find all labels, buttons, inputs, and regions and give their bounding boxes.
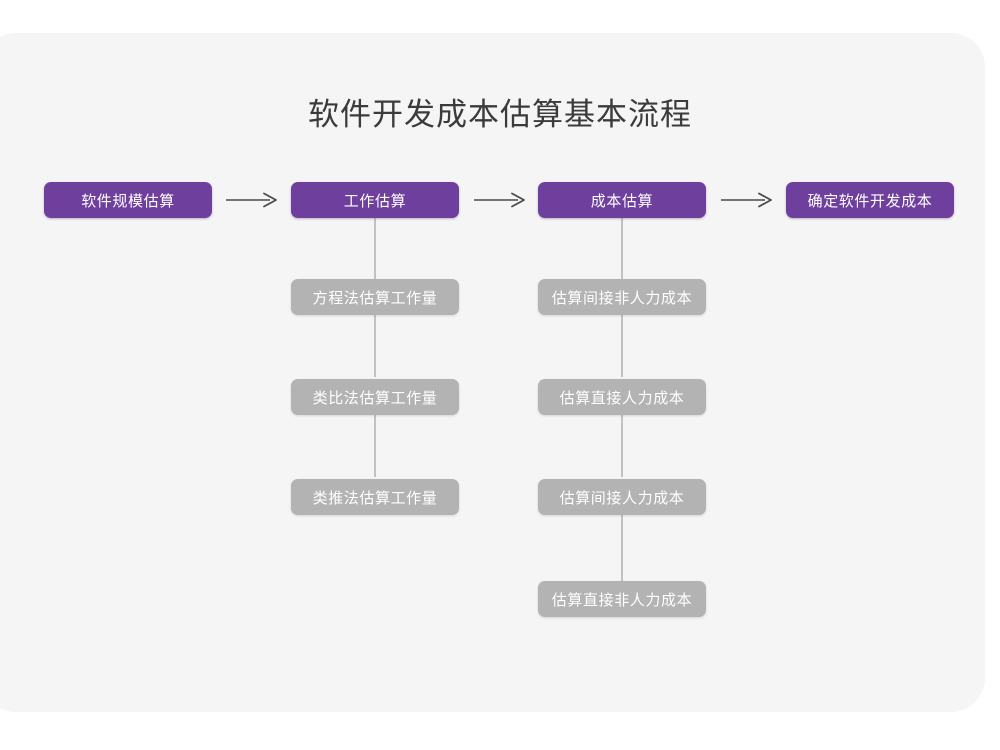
connector-line-col3-4 (621, 515, 623, 581)
branch-node-direct-nonlabor-cost[interactable]: 估算直接非人力成本 (538, 581, 706, 617)
flow-node-work-estimation[interactable]: 工作估算 (291, 182, 459, 218)
connector-line-col3-2 (621, 315, 623, 377)
flow-node-cost-estimation[interactable]: 成本估算 (538, 182, 706, 218)
arrow-2-icon (474, 190, 526, 210)
branch-node-analogy-method-workload[interactable]: 类比法估算工作量 (291, 379, 459, 415)
branch-node-inference-method-workload[interactable]: 类推法估算工作量 (291, 479, 459, 515)
flow-node-determine-development-cost[interactable]: 确定软件开发成本 (786, 182, 954, 218)
branch-node-indirect-nonlabor-cost[interactable]: 估算间接非人力成本 (538, 279, 706, 315)
arrow-1-icon (226, 190, 278, 210)
branch-node-direct-labor-cost[interactable]: 估算直接人力成本 (538, 379, 706, 415)
flow-node-software-scale-estimation[interactable]: 软件规模估算 (44, 182, 212, 218)
branch-node-equation-method-workload[interactable]: 方程法估算工作量 (291, 279, 459, 315)
connector-line-col3-1 (621, 217, 623, 279)
arrow-3-icon (721, 190, 773, 210)
branch-node-indirect-labor-cost[interactable]: 估算间接人力成本 (538, 479, 706, 515)
diagram-card (0, 33, 985, 712)
diagram-title: 软件开发成本估算基本流程 (308, 97, 692, 132)
connector-line-col3-3 (621, 415, 623, 477)
connector-line-col2-3 (374, 415, 376, 477)
connector-line-col2-1 (374, 217, 376, 279)
connector-line-col2-2 (374, 315, 376, 377)
